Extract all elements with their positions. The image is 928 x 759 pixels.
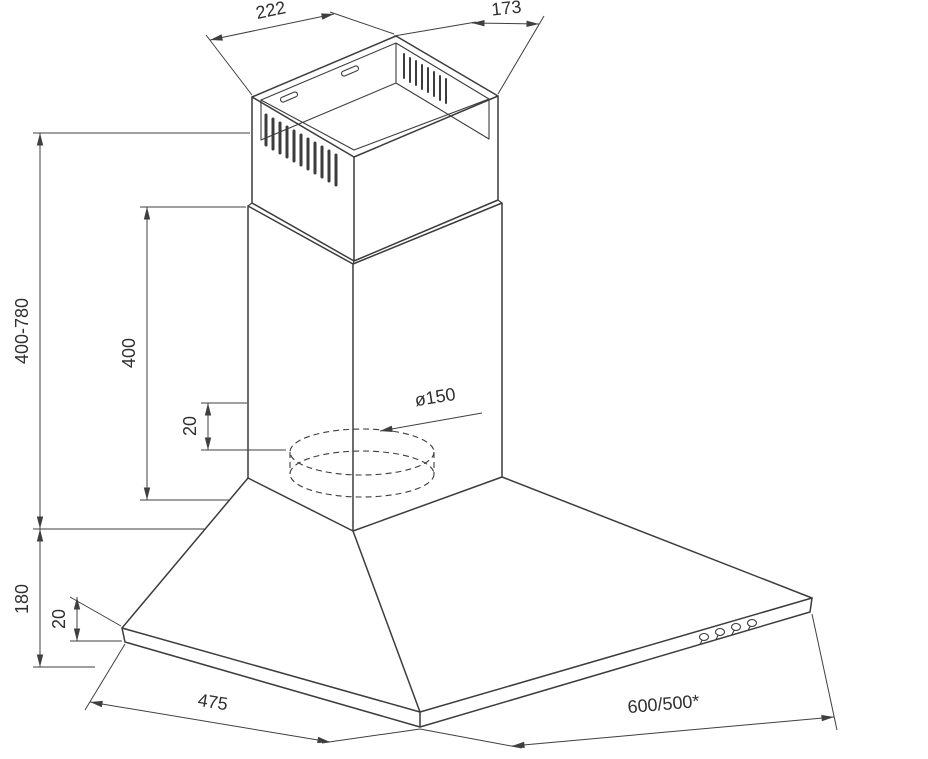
extension-lines (69, 596, 122, 642)
dimension-line (511, 714, 835, 749)
dimension-label-lower-chimney-height: 400 (119, 338, 139, 368)
dimension-label-hood-width: 600/500* (627, 691, 701, 717)
dimension-label-chimney-width: 222 (254, 0, 288, 23)
dim-body-height: 180 (12, 529, 95, 668)
duct-hidden-outline (289, 428, 435, 498)
dimension-label-duct-collar-height: 20 (180, 416, 200, 436)
dim-duct-diameter: ø150 (379, 384, 483, 432)
leader-line (379, 412, 483, 432)
inner-right-wall (395, 82, 490, 140)
control-button (698, 632, 710, 642)
dim-chimney-height-range: 400-780 (12, 132, 250, 530)
canopy-edges (121, 476, 813, 713)
dimension-label-hood-depth: 475 (197, 690, 230, 714)
dim-duct-collar-height: 20 (180, 402, 286, 451)
extension-lines (419, 613, 838, 749)
control-button-ticks (699, 625, 751, 646)
dimension-label-chimney-depth: 173 (490, 0, 522, 20)
control-buttons (698, 618, 758, 646)
control-button (714, 627, 726, 637)
inner-vent-grille (403, 53, 447, 104)
dim-chimney-depth: 173 (393, 0, 545, 95)
chimney-lower-section (247, 202, 503, 532)
dimension-line (209, 13, 335, 41)
control-button (746, 618, 758, 628)
canopy-pyramid (121, 476, 813, 713)
louver-vent-slots (264, 113, 338, 187)
extension-lines (201, 402, 286, 451)
extension-lines (393, 15, 545, 95)
dimension-line (471, 19, 540, 28)
upper-chimney-edges (251, 95, 499, 262)
chimney-upper-section (247, 95, 503, 265)
dim-hood-width: 600/500* (419, 613, 838, 749)
chimney-top-outer-rim (251, 35, 499, 158)
duct-collar-top-circle (289, 428, 435, 476)
dimension-label-duct-diameter: ø150 (413, 384, 457, 410)
extension-lines (205, 11, 395, 96)
dim-lower-chimney-height: 400 (119, 206, 246, 501)
duct-collar-bottom-circle (289, 450, 435, 498)
dimension-line (89, 700, 331, 744)
duct-collar-sides (289, 452, 435, 474)
inner-back-wall (260, 42, 397, 141)
dimension-label-chimney-height-range: 400-780 (12, 298, 32, 364)
dim-rim-height: 20 (49, 596, 122, 642)
dimension-label-body-height: 180 (12, 584, 32, 614)
extension-lines (33, 132, 250, 530)
lower-chimney-edges (247, 202, 503, 532)
control-button (730, 622, 742, 632)
base-rim-edges (121, 597, 813, 728)
dim-chimney-width: 222 (205, 0, 395, 96)
base-rim (121, 597, 813, 728)
chimney-top-opening (251, 35, 499, 158)
mounting-slot (279, 91, 299, 103)
extension-lines (140, 206, 246, 501)
mounting-slot (340, 65, 360, 77)
dimension-label-rim-height: 20 (49, 609, 69, 629)
dim-hood-depth: 475 (84, 643, 421, 744)
extension-lines (84, 643, 421, 744)
